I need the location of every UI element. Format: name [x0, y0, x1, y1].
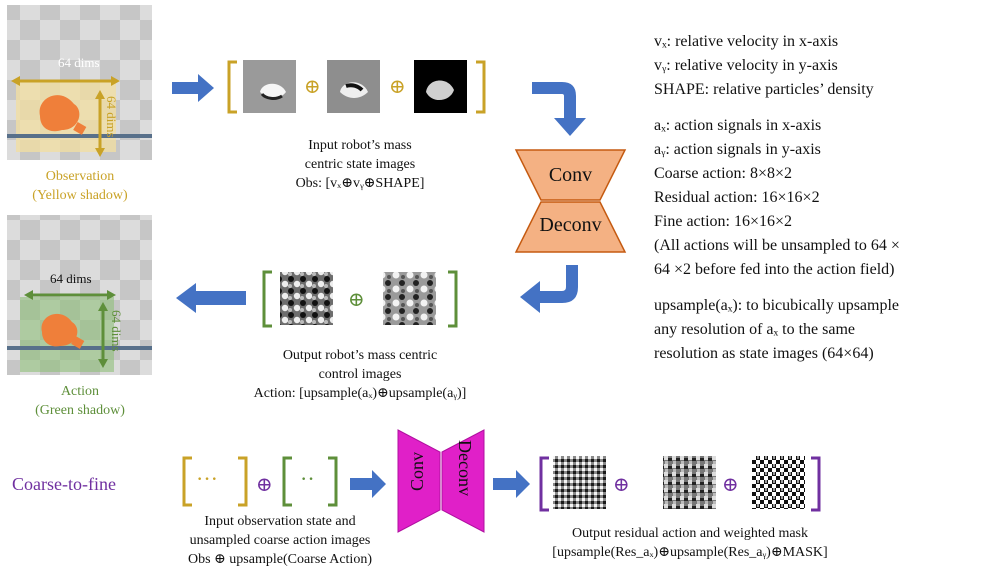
- input-caption: Input robot’s mass centric state images …: [260, 136, 460, 193]
- c2f-input-caption-3: Obs ⊕ upsample(Coarse Action): [188, 552, 372, 567]
- particle-2: [71, 336, 85, 349]
- input-caption-1: Input robot’s mass: [308, 138, 412, 153]
- c2f-output-caption: Output residual action and weighted mask…: [490, 524, 890, 562]
- c2f-input-caption-1: Input observation state and: [204, 514, 356, 529]
- arrow-output-to-action: [176, 283, 246, 313]
- flow-arrows: [172, 74, 586, 498]
- input-caption-2: centric state images: [304, 157, 416, 172]
- c2f-input-caption: Input observation state and unsampled co…: [150, 512, 410, 569]
- c2f-dots-2: ··: [300, 466, 315, 491]
- c2f-input-caption-2: unsampled coarse action images: [189, 533, 371, 548]
- legend-line: [654, 282, 999, 294]
- c2f-output-caption-1: Output residual action and weighted mask: [572, 526, 808, 541]
- arrow-net-to-output: [520, 265, 578, 313]
- bracket-left-yellow: [227, 60, 237, 114]
- legend-line: vᵧ: relative velocity in y-axis: [654, 57, 838, 74]
- conv-label: Conv: [548, 164, 593, 186]
- coarse-to-fine-label: Coarse-to-fine: [12, 474, 116, 494]
- bracket-left-c2f-green: [282, 456, 292, 507]
- res-ay-image: [663, 456, 716, 509]
- legend-line: resolution as state images (64×64): [654, 345, 874, 362]
- arrow-c2f-in-to-net: [350, 470, 386, 498]
- observation-panel: [7, 5, 152, 160]
- obs-dims-v: 64 dims: [104, 96, 119, 138]
- c2f-dots-1: ···: [196, 466, 218, 491]
- input-caption-3: Obs: [vₓ⊕vᵧ⊕SHAPE]: [295, 176, 425, 191]
- legend-line: vₓ: relative velocity in x-axis: [654, 33, 839, 50]
- action-caption: Action (Green shadow): [0, 382, 160, 420]
- legend-line: aₓ: action signals in x-axis: [654, 117, 822, 134]
- legend-line: aᵧ: action signals in y-axis: [654, 141, 821, 158]
- act-dims-v: 64 dims: [109, 310, 124, 352]
- bracket-right-purple: [811, 456, 821, 512]
- bracket-right-c2f-yellow: [238, 456, 248, 507]
- c2f-in-op: ⊕: [256, 474, 273, 496]
- input-op-2: ⊕: [389, 76, 406, 98]
- c2f-conv-block: [397, 429, 441, 533]
- observation-caption-2: (Yellow shadow): [32, 188, 128, 203]
- ax-image: [280, 272, 333, 325]
- output-caption-2: control images: [318, 367, 402, 382]
- bracket-left-green: [262, 270, 272, 328]
- output-caption-1: Output robot’s mass centric: [282, 348, 438, 363]
- floor-line: [7, 134, 152, 138]
- output-caption: Output robot’s mass centric control imag…: [205, 346, 515, 403]
- legend-line: SHAPE: relative particles’ density: [654, 81, 874, 98]
- bracket-right-green: [448, 270, 458, 328]
- bracket-left-purple: [539, 456, 549, 512]
- c2f-output-caption-2: [upsample(Res_aₓ)⊕upsample(Res_aᵧ)⊕MASK]: [552, 545, 828, 560]
- action-caption-1: Action: [60, 384, 100, 399]
- c2f-deconv-block: [441, 429, 485, 533]
- legend-line: Fine action: 16×16×2: [654, 213, 793, 230]
- arrow-obs-to-input: [172, 74, 214, 102]
- bracket-right-c2f-green: [328, 456, 338, 507]
- deconv-label: Deconv: [539, 214, 602, 236]
- legend-line: 64 ×2 before fed into the action field): [654, 261, 895, 278]
- legend-line: Residual action: 16×16×2: [654, 189, 820, 206]
- bracket-right-yellow: [476, 60, 486, 114]
- mask-image: [752, 456, 805, 509]
- particle: [73, 122, 87, 135]
- legend-line: (All actions will be unsampled to 64 ×: [654, 237, 900, 254]
- legend-line: any resolution of aₓ to the same: [654, 321, 856, 338]
- conv-block: [514, 149, 627, 201]
- obs-dims-h: 64 dims: [58, 55, 100, 70]
- c2f-deconv-label: Deconv: [455, 440, 475, 496]
- arrow-c2f-net-to-out: [493, 470, 530, 498]
- res-ax-image: [553, 456, 606, 509]
- output-op: ⊕: [348, 289, 365, 311]
- legend: vₓ: relative velocity in x-axis vᵧ: relat…: [654, 30, 999, 366]
- c2f-conv-label: Conv: [407, 452, 427, 492]
- input-state-group: [227, 60, 486, 114]
- c2f-out-op-1: ⊕: [613, 474, 630, 496]
- input-op-1: ⊕: [304, 76, 321, 98]
- action-caption-2: (Green shadow): [35, 403, 125, 418]
- action-panel: [7, 215, 152, 375]
- arrow-input-to-net: [532, 82, 586, 136]
- bracket-left-c2f-yellow: [182, 456, 192, 507]
- conv-deconv-network: [514, 149, 627, 253]
- legend-line: [654, 102, 999, 114]
- robot-blob-2: [41, 313, 78, 347]
- ay-image: [383, 272, 436, 325]
- legend-line: Coarse action: 8×8×2: [654, 165, 793, 182]
- output-caption-3: Action: [upsample(aₓ)⊕upsample(aᵧ)]: [253, 386, 467, 401]
- deconv-block: [514, 201, 627, 253]
- c2f-out-op-2: ⊕: [722, 474, 739, 496]
- act-dims-h: 64 dims: [50, 271, 92, 286]
- robot-blob: [39, 95, 80, 132]
- coarse-to-fine-row: [182, 429, 821, 533]
- output-control-group: [262, 270, 458, 328]
- legend-line: upsample(aₓ): to bicubically upsample: [654, 297, 900, 314]
- observation-caption: Observation (Yellow shadow): [0, 167, 160, 205]
- observation-caption-1: Observation: [45, 169, 115, 184]
